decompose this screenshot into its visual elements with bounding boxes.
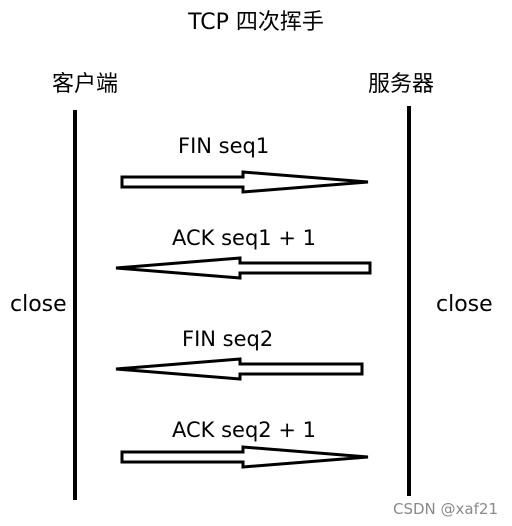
fin-seq2-label: FIN seq2	[182, 327, 274, 351]
ack-seq1-arrow	[115, 256, 372, 280]
ack-seq2-arrow	[120, 445, 369, 469]
server-label: 服务器	[368, 72, 435, 97]
fin-seq2-arrow	[115, 357, 364, 381]
client-state-label: close	[10, 292, 67, 317]
fin-seq1-label: FIN seq1	[178, 134, 270, 158]
fin-seq1-arrow	[120, 170, 369, 194]
client-label: 客户端	[52, 72, 119, 97]
diagram-title: TCP 四次挥手	[188, 10, 324, 35]
ack-seq1-label: ACK seq1 + 1	[172, 226, 316, 250]
watermark: CSDN @xaf21	[393, 500, 498, 518]
server-state-label: close	[436, 292, 493, 317]
ack-seq2-label: ACK seq2 + 1	[172, 418, 316, 442]
